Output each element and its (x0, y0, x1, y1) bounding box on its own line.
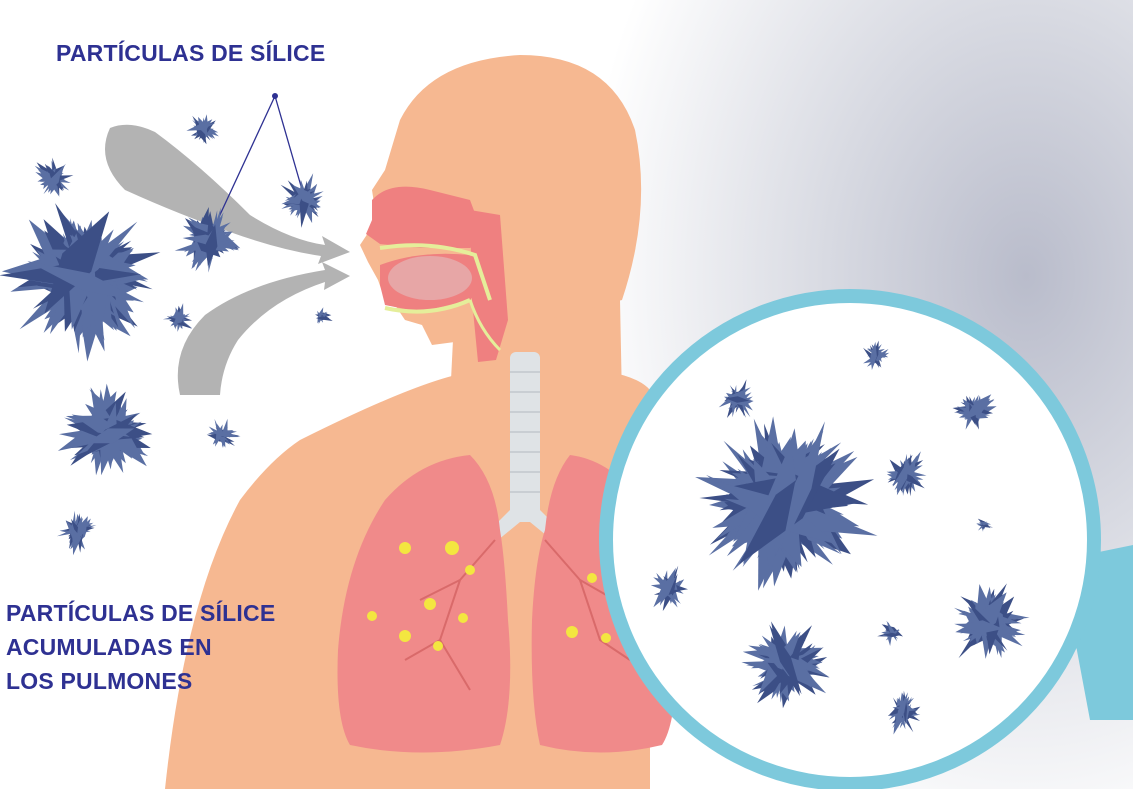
tongue (388, 256, 472, 300)
accumulated-label-line-2: ACUMULADAS EN (6, 630, 275, 664)
accumulated-particles-label: PARTÍCULAS DE SÍLICE ACUMULADAS EN LOS P… (6, 596, 275, 698)
silica-particles-label: PARTÍCULAS DE SÍLICE (56, 40, 325, 67)
accumulated-label-line-1: PARTÍCULAS DE SÍLICE (6, 596, 275, 630)
accumulated-label-line-3: LOS PULMONES (6, 664, 275, 698)
